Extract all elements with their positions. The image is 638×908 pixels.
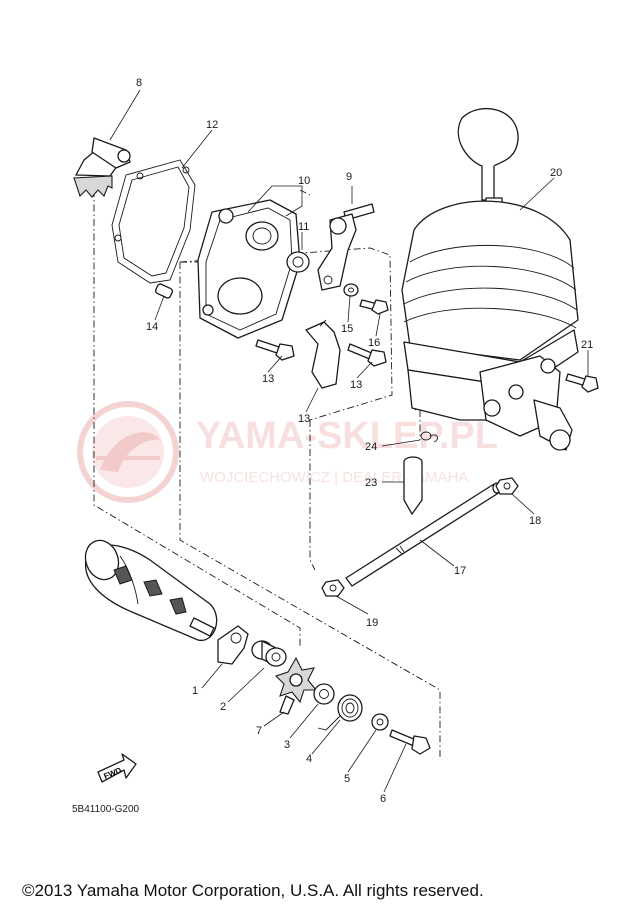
part-1-stopper-plate <box>217 625 249 665</box>
part-24-clip <box>420 431 438 443</box>
part-21-shift-lever-assembly <box>401 108 579 451</box>
part-11-oil-seal <box>286 251 310 273</box>
part-16-washer <box>343 283 359 297</box>
fwd-arrow-icon: FWD <box>97 753 137 783</box>
label-part-10: 10 <box>298 175 310 187</box>
part-5-washer <box>371 713 389 731</box>
label-part-12: 12 <box>206 119 218 131</box>
part-4-torsion-spring <box>317 694 363 731</box>
part-15-dowel-pin <box>154 283 174 299</box>
label-part-8: 8 <box>136 77 142 89</box>
label-part-20: 19 <box>366 617 378 629</box>
part-14-bracket <box>305 319 341 389</box>
diagram-code: 5B41100-G200 <box>72 804 140 815</box>
label-part-13-right: 13 <box>350 379 362 391</box>
part-17-bolt <box>359 299 389 315</box>
label-part-9: 9 <box>346 171 352 183</box>
label-part-24: 24 <box>365 441 377 453</box>
part-10-shift-cover <box>197 199 301 339</box>
part-20-nut <box>321 579 345 597</box>
part-8-shift-lever <box>73 137 131 198</box>
part-18-shift-rod <box>345 482 502 587</box>
part-22-bolt <box>565 373 599 393</box>
label-part-18: 17 <box>454 565 466 577</box>
label-part-1: 1 <box>192 685 198 697</box>
label-part-21: 20 <box>550 167 562 179</box>
part-9-lever-bolt <box>317 203 375 291</box>
label-part-16: 15 <box>341 323 353 335</box>
part-7-segment-star <box>274 656 318 715</box>
watermark-logo <box>77 401 179 503</box>
label-part-17: 16 <box>368 337 380 349</box>
part-13-bolt-right <box>347 343 387 367</box>
leader-lines <box>109 89 589 793</box>
label-part-23: 23 <box>365 477 377 489</box>
watermark-title: YAMA-SKLEP.PL <box>196 415 498 457</box>
part-labels: 8 12 10 9 11 14 15 16 13 13 13 20 21 24 … <box>136 77 593 805</box>
label-part-6: 6 <box>380 793 386 805</box>
label-part-7: 7 <box>256 725 262 737</box>
label-part-22: 21 <box>581 339 593 351</box>
part-3-washer <box>313 683 335 705</box>
label-part-4: 4 <box>306 753 312 765</box>
label-part-2: 2 <box>220 701 226 713</box>
part-6-bolt <box>389 729 431 755</box>
label-part-3: 3 <box>284 739 290 751</box>
label-part-13-left: 13 <box>262 373 274 385</box>
label-part-11: 11 <box>298 221 309 233</box>
label-part-15: 14 <box>146 321 158 333</box>
shift-drum <box>84 539 218 641</box>
label-part-19: 18 <box>529 515 541 527</box>
part-23-sleeve <box>403 456 423 515</box>
watermark: YAMA-SKLEP.PL WOJCIECHOWICZ | DEALER YAM… <box>77 401 498 503</box>
copyright-notice: ©2013 Yamaha Motor Corporation, U.S.A. A… <box>22 881 484 900</box>
watermark-subtitle: WOJCIECHOWICZ | DEALER YAMAHA <box>200 469 468 486</box>
part-12-gasket <box>111 159 196 284</box>
part-19-nut <box>495 477 519 495</box>
label-part-5: 5 <box>344 773 350 785</box>
part-13-bolt-left <box>255 339 295 361</box>
label-part-14: 13 <box>298 413 310 425</box>
part-2-collar <box>251 640 287 667</box>
